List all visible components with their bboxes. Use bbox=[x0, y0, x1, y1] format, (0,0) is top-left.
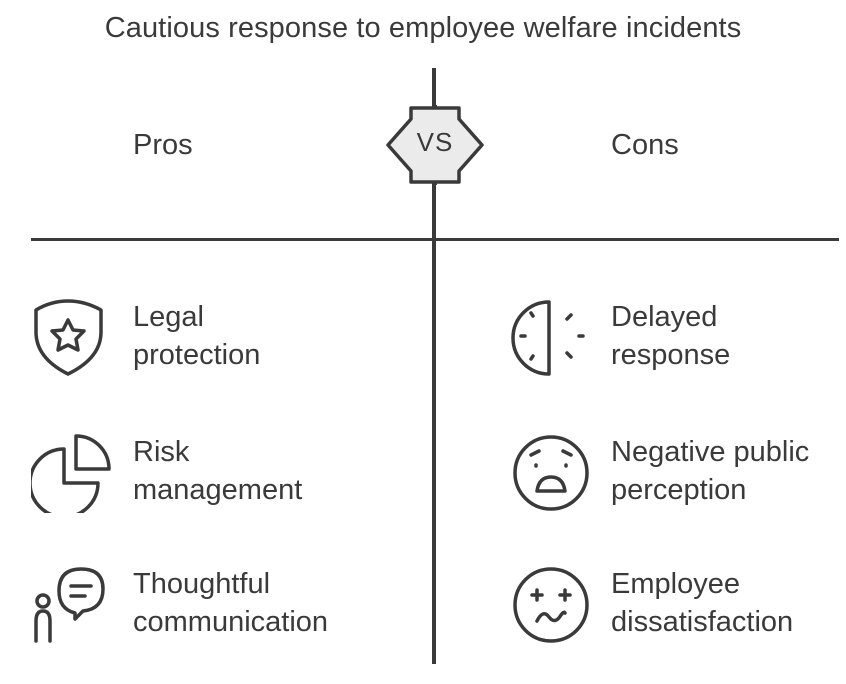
shield-star-icon bbox=[34, 299, 103, 376]
pros-item-thoughtful-communication: Thoughtful communication bbox=[31, 565, 371, 645]
cons-item-employee-dissatisfaction: Employee dissatisfaction bbox=[509, 565, 846, 645]
pros-item-line1: Risk bbox=[133, 436, 190, 468]
cons-item-line2: response bbox=[611, 339, 731, 371]
pie-chart-icon bbox=[31, 434, 111, 513]
pros-item-line2: management bbox=[133, 474, 303, 506]
pros-item-line1: Thoughtful bbox=[133, 568, 271, 600]
pros-item-line2: protection bbox=[133, 339, 261, 371]
person-speech-bubble-icon bbox=[34, 567, 105, 643]
cons-item-line1: Negative public bbox=[611, 436, 810, 468]
cons-item-line2: perception bbox=[611, 474, 747, 506]
half-clock-icon bbox=[511, 300, 585, 376]
cons-item-line1: Delayed bbox=[611, 301, 718, 333]
dizzy-face-icon bbox=[513, 567, 589, 643]
pros-item-risk-management: Risk management bbox=[31, 433, 371, 513]
pros-heading: Pros bbox=[133, 129, 193, 161]
cons-item-line1: Employee bbox=[611, 568, 740, 600]
pros-item-legal-protection: Legal protection bbox=[31, 298, 371, 378]
pros-item-line2: communication bbox=[133, 606, 329, 638]
vs-badge-icon bbox=[386, 105, 484, 185]
sad-face-icon bbox=[513, 435, 589, 511]
pros-item-line1: Legal bbox=[133, 301, 204, 333]
cons-heading: Cons bbox=[611, 129, 679, 161]
cons-item-line2: dissatisfaction bbox=[611, 606, 794, 638]
cons-item-negative-public-perception: Negative public perception bbox=[509, 433, 846, 513]
cons-item-delayed-response: Delayed response bbox=[509, 298, 846, 378]
vertical-divider bbox=[432, 68, 436, 664]
diagram-title: Cautious response to employee welfare in… bbox=[104, 12, 742, 44]
horizontal-divider bbox=[31, 238, 839, 241]
vs-label: VS bbox=[416, 127, 454, 157]
